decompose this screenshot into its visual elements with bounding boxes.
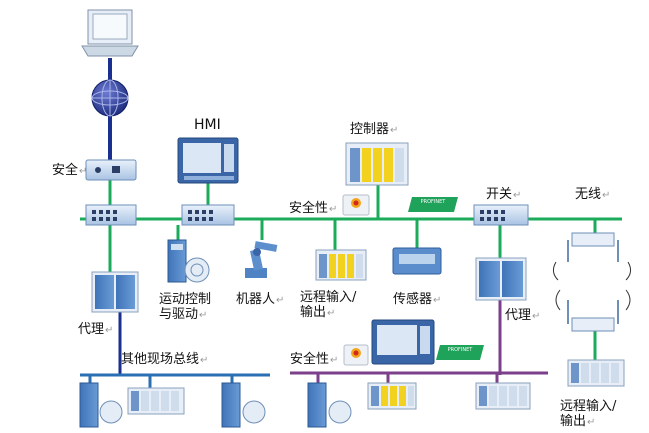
controller-label: 控制器↵: [350, 122, 399, 137]
robot-arm-icon: [245, 241, 278, 278]
wireless-access-point-icon: [555, 289, 631, 332]
proxy-icon: [475, 257, 527, 301]
switch-icon: [85, 204, 137, 226]
drops: [108, 180, 597, 360]
drive-icon: [79, 382, 123, 428]
switch-label: 开关↵: [486, 187, 522, 202]
safety-badge-icon: [343, 344, 369, 366]
safety-mid-label: 安全性↵: [289, 201, 338, 216]
safety-label: 安全↵: [52, 163, 88, 178]
hmi-label: HMI: [194, 117, 221, 133]
remote-io-right-label: 远程输入/输出↵: [560, 399, 617, 429]
motion-control-label: 运动控制与驱动↵: [159, 292, 212, 322]
hmi-panel-icon: [371, 319, 435, 365]
proxy-icon: [91, 271, 139, 313]
hmi-panel-icon: [177, 137, 239, 184]
switch-icon: [181, 204, 235, 226]
profinet-logo: PROFINET: [436, 345, 484, 360]
safety-firewall-icon: [85, 159, 137, 181]
drive-icon: [307, 382, 352, 428]
remote-io-icon: [567, 359, 625, 387]
profinet-logo: PROFINET: [408, 197, 458, 212]
globe-icon: [91, 79, 129, 117]
switch-icon: [473, 204, 529, 226]
drive-icon: [221, 382, 266, 428]
robot-label: 机器人↵: [236, 292, 285, 307]
proxy-left-label: 代理↵: [78, 322, 114, 337]
remote-io-icon: [127, 387, 185, 415]
safety-badge-icon: [342, 194, 370, 216]
wireless-access-point-icon: [552, 232, 632, 281]
svg-text:PROFINET: PROFINET: [421, 199, 447, 205]
other-fieldbus-label: 其他现场总线↵: [121, 352, 209, 367]
proxy-right-label: 代理↵: [505, 308, 541, 323]
computer-icon: [81, 9, 139, 57]
controller-plc-icon: [345, 142, 409, 186]
remote-io-icon: [315, 249, 367, 281]
remote-io-icon: [367, 382, 417, 410]
drive-icon: [167, 239, 210, 283]
wireless-label: 无线↵: [575, 187, 611, 202]
purple-fieldbus: [290, 300, 548, 383]
safety-bottom-label: 安全性↵: [290, 352, 339, 367]
remote-io-icon: [475, 382, 531, 410]
remote-io-label: 远程输入/输出↵: [300, 290, 357, 320]
sensor-icon: [392, 247, 442, 275]
svg-text:PROFINET: PROFINET: [448, 347, 474, 353]
sensor-label: 传感器↵: [393, 292, 442, 307]
